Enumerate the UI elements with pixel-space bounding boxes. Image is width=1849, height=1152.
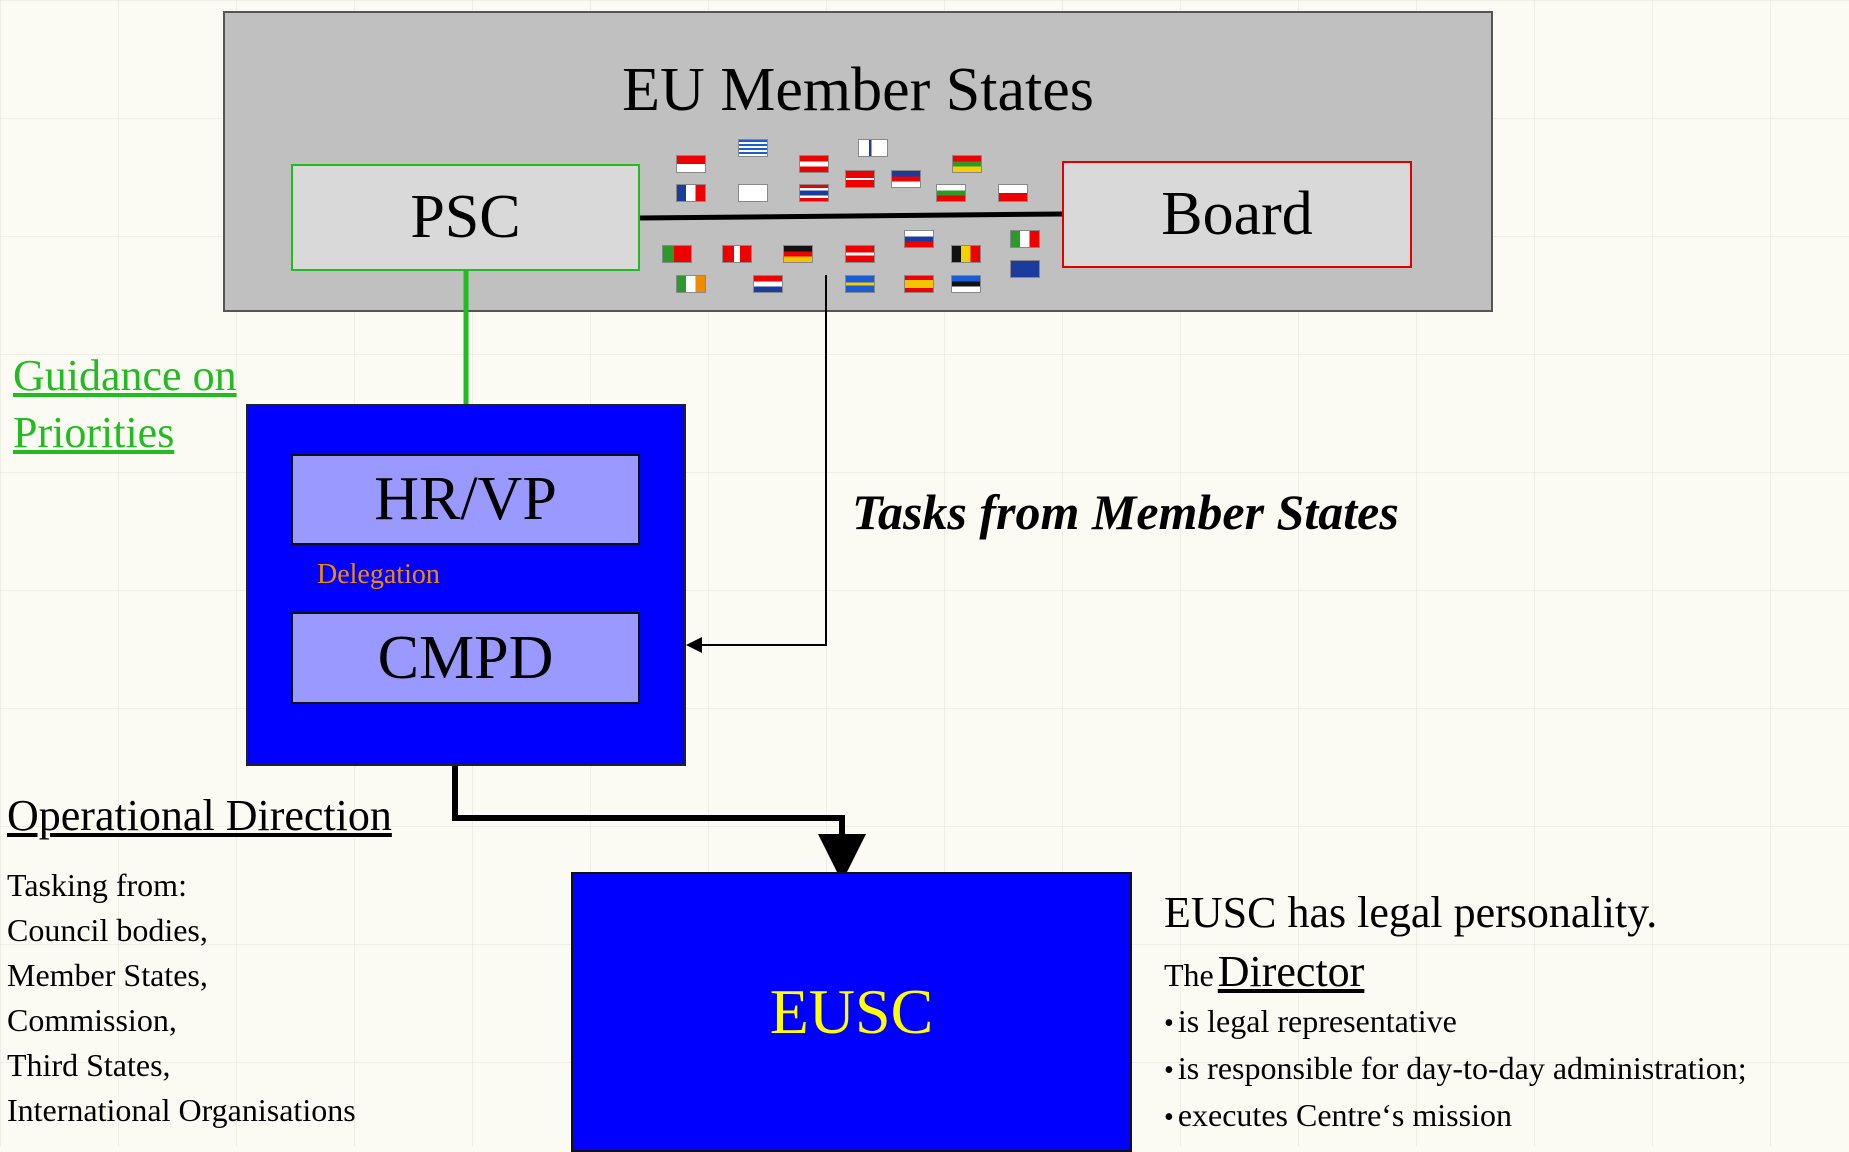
flag-icon [845,170,875,188]
flag-icon [1010,230,1040,248]
psc-board-link [639,211,1063,221]
board-label: Board [1161,180,1313,248]
director-bullets: is legal representative is responsible f… [1164,999,1747,1140]
director-bullet: executes Centre‘s mission [1164,1093,1747,1140]
guidance-on-priorities-link[interactable]: Guidance on Priorities [13,351,237,457]
member-states-title: EU Member States [622,56,1094,124]
tasking-item: International Organisations [7,1092,356,1128]
hrvp-label: HR/VP [374,465,557,533]
tasks-label: Tasks from Member States [852,484,1399,540]
eusc-label: EUSC [769,976,934,1047]
flag-icon [951,275,981,293]
legal-personality-text: EUSC has legal personality. [1164,888,1658,937]
flag-icon [676,155,706,173]
delegation-label: Delegation [317,559,440,590]
flag-icon [845,275,875,293]
eusc-box[interactable] [571,872,1132,1152]
tasking-item: Member States, [7,957,208,993]
flag-icon [951,245,981,263]
hrvp-box[interactable]: HR/VP [291,454,640,545]
flag-icon [753,275,783,293]
director-bullet: is responsible for day-to-day administra… [1164,1046,1747,1093]
flag-icon [676,184,706,202]
flag-icon [722,245,752,263]
flag-icon [952,155,982,173]
tasking-heading: Tasking from: [7,867,187,903]
flag-icon [676,275,706,293]
director-line: The Director [1164,946,1364,997]
flag-icon [904,275,934,293]
flag-icon [738,139,768,157]
tasking-list: Tasking from: Council bodies, Member Sta… [7,863,356,1133]
flag-icon [783,245,813,263]
flag-icon [799,184,829,202]
flag-icon [662,245,692,263]
board-box[interactable]: Board [1062,161,1412,268]
flag-icon [936,184,966,202]
psc-label: PSC [410,183,521,251]
director-bullet: is legal representative [1164,999,1747,1046]
tasks-arrow [686,275,827,653]
the-text: The [1164,957,1214,993]
operational-direction-link[interactable]: Operational Direction [7,791,392,840]
cmpd-label: CMPD [377,623,554,692]
flag-icon [1010,260,1040,278]
operational-arrow [452,766,866,882]
flag-icon [998,184,1028,202]
flag-icon [904,230,934,248]
director-link[interactable]: Director [1217,947,1365,996]
psc-box[interactable]: PSC [291,164,640,271]
flag-icon [891,170,921,188]
flag-icon [738,184,768,202]
flag-icon [845,245,875,263]
tasking-item: Commission, [7,1002,177,1038]
flag-icon [799,155,829,173]
tasking-item: Council bodies, [7,912,208,948]
cmpd-box[interactable]: CMPD [291,612,640,704]
flag-icon [858,139,888,157]
tasking-item: Third States, [7,1047,171,1083]
